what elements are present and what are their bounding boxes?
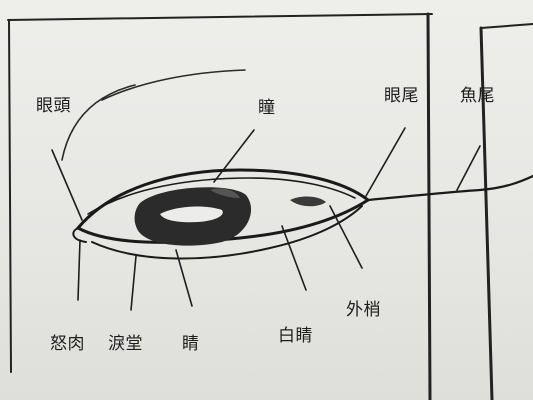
leader-iris <box>175 249 193 307</box>
iris-speckle <box>210 188 240 198</box>
label-outer-corner: 外梢 <box>346 300 381 320</box>
frame-left-line <box>8 19 12 373</box>
inner-corner <box>72 227 87 243</box>
lower-lid <box>76 198 370 244</box>
frame-top-right <box>480 23 533 29</box>
leader-eye-tail <box>365 127 406 197</box>
label-caruncle: 怒肉 <box>50 334 85 354</box>
brow-arc-1 <box>61 84 136 161</box>
leader-eye-head <box>51 149 83 221</box>
frame-top-line <box>7 13 433 21</box>
label-eye-head: 眼頭 <box>36 96 71 116</box>
leader-caruncle <box>77 239 81 301</box>
white-mark <box>290 196 326 207</box>
label-tear-hall: 淚堂 <box>108 334 143 354</box>
upper-lid-crease <box>87 177 356 215</box>
label-pupil: 瞳 <box>258 98 276 118</box>
eye-shape <box>72 168 533 260</box>
leader-pupil <box>213 129 255 183</box>
leader-outer-corner <box>329 205 363 269</box>
outer-tail-line <box>366 174 533 202</box>
label-white: 白睛 <box>278 326 313 346</box>
label-iris: 睛 <box>182 334 200 354</box>
frame-divider-left <box>426 12 432 400</box>
leader-fish-tail <box>456 145 481 191</box>
label-fish-tail: 魚尾 <box>460 86 495 106</box>
upper-lid <box>76 168 370 230</box>
leader-white <box>281 225 307 291</box>
iris-highlight <box>160 206 223 223</box>
label-eye-tail: 眼尾 <box>384 86 419 106</box>
frame-divider-right <box>479 26 494 400</box>
brow-arc-2 <box>101 69 246 101</box>
leader-tear-hall <box>130 255 137 311</box>
